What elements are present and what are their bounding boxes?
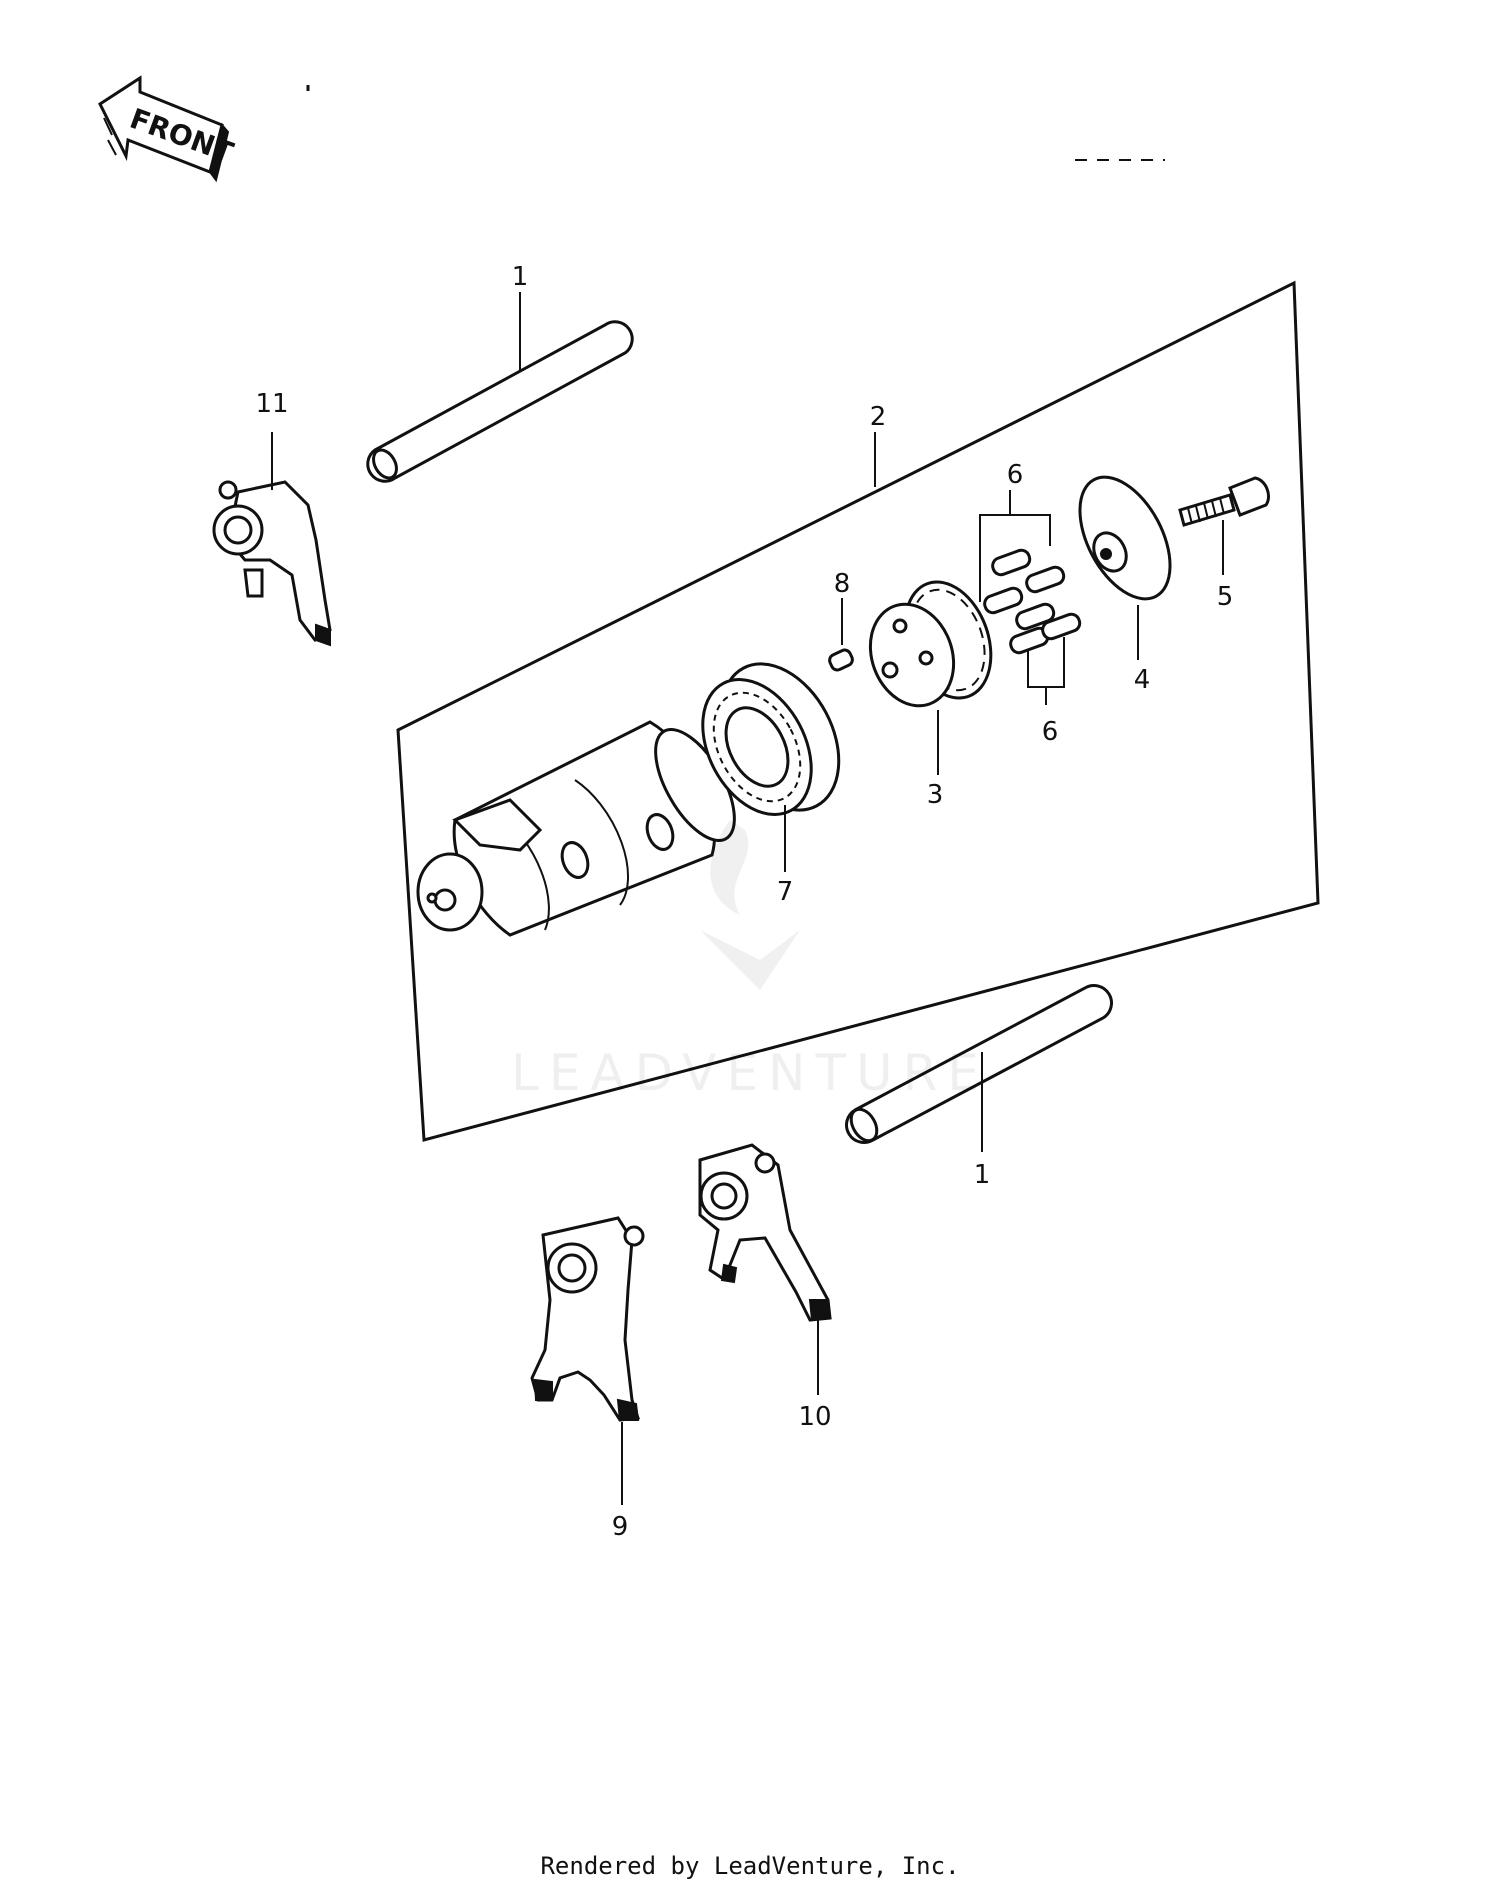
leader-lines (271, 292, 1224, 1505)
callout-2: 2 (870, 402, 887, 432)
callout-1-bottom: 1 (974, 1160, 991, 1190)
callout-7: 7 (777, 877, 794, 907)
shift-fork-11 (212, 480, 332, 647)
bolt-5 (1178, 476, 1270, 527)
callout-3: 3 (927, 780, 944, 810)
callout-10: 10 (798, 1402, 831, 1432)
shift-fork-9 (530, 1216, 645, 1422)
pin-holder (868, 580, 993, 708)
callout-numbers: 1 2 11 8 6 6 3 7 4 5 1 10 9 (255, 262, 1233, 1542)
callout-4: 4 (1134, 665, 1151, 695)
callout-9: 9 (612, 1512, 629, 1542)
watermark: LEADVENTURE (511, 820, 989, 1102)
callout-1-top: 1 (512, 262, 529, 292)
footer-credit: Rendered by LeadVenture, Inc. (540, 1852, 960, 1880)
pin-8 (828, 648, 854, 672)
callout-6-top: 6 (1007, 460, 1024, 490)
callout-8: 8 (834, 569, 851, 599)
callout-5: 5 (1217, 582, 1234, 612)
pin-set-6 (983, 548, 1082, 655)
shift-drum (416, 720, 736, 937)
front-arrow-icon: FRONT (98, 75, 237, 183)
shift-rod-top (366, 320, 634, 483)
shift-fork-10 (698, 1143, 832, 1322)
assembly-outline (396, 280, 1320, 1142)
washer-4 (1078, 475, 1172, 601)
watermark-text: LEADVENTURE (511, 1044, 989, 1102)
callout-11: 11 (255, 389, 288, 419)
callout-6-bottom: 6 (1042, 717, 1059, 747)
shift-rod-bottom (845, 984, 1113, 1144)
bearing (701, 662, 841, 816)
